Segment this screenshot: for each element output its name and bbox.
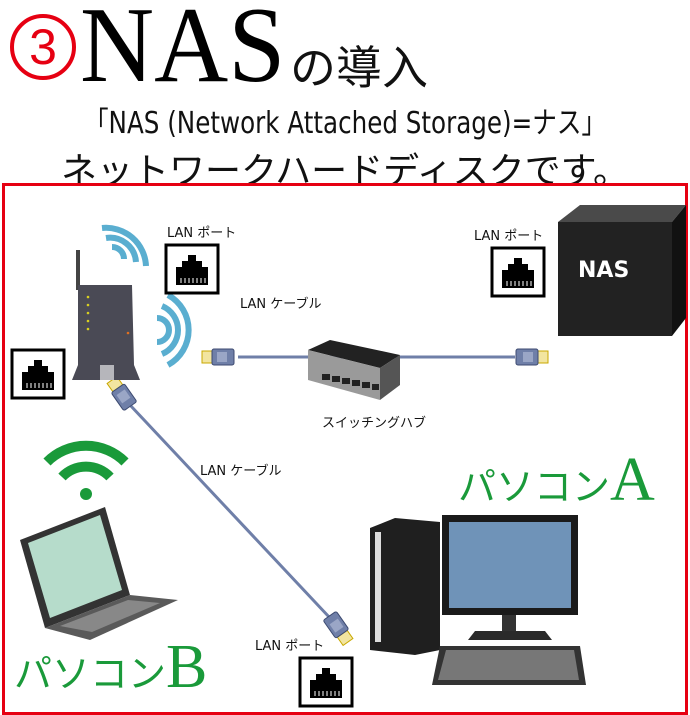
page-title-suffix: の導入 (290, 41, 428, 95)
page-title: NAS (80, 0, 286, 105)
lan-port-icon (298, 656, 354, 708)
desktop-pc-icon (370, 515, 586, 685)
pc-b-letter: B (166, 633, 208, 701)
lan-port-icon (164, 243, 220, 295)
pc-a-letter: A (610, 446, 655, 514)
pc-a-prefix: パソコン (458, 465, 611, 509)
lan-plug-icon (322, 610, 356, 648)
nas-label: NAS (578, 258, 630, 283)
lan-cable-pc (128, 403, 332, 620)
step-number-badge: 3 (10, 14, 76, 80)
wifi-icon (43, 440, 129, 500)
wifi-signal-icon (101, 224, 149, 267)
diagram-frame (2, 183, 688, 715)
lan-cable-label: LAN ケーブル (240, 297, 322, 312)
pc-b-prefix: パソコン (14, 652, 167, 696)
lan-port-label: LAN ポート (167, 226, 237, 241)
lan-port-icon (10, 348, 66, 400)
lan-plug-icon (515, 348, 549, 366)
laptop-icon (20, 507, 178, 640)
lan-cable-label: LAN ケーブル (200, 464, 282, 479)
subtitle-line-1: 「NAS (Network Attached Storage)=ナス」 (83, 106, 607, 141)
lan-port-icon (490, 246, 546, 298)
lan-port-label: LAN ポート (474, 229, 544, 244)
pc-b-label: パソコンB (14, 632, 207, 703)
lan-port-label: LAN ポート (255, 639, 325, 654)
pc-a-label: パソコンA (458, 445, 655, 516)
switching-hub-label: スイッチングハブ (322, 416, 427, 431)
lan-plug-icon (201, 348, 235, 366)
switching-hub-icon (308, 340, 400, 400)
nas-device-icon (558, 205, 686, 336)
lan-plug-icon (104, 374, 138, 412)
wifi-signal-icon (156, 292, 192, 368)
router-icon (72, 250, 140, 380)
